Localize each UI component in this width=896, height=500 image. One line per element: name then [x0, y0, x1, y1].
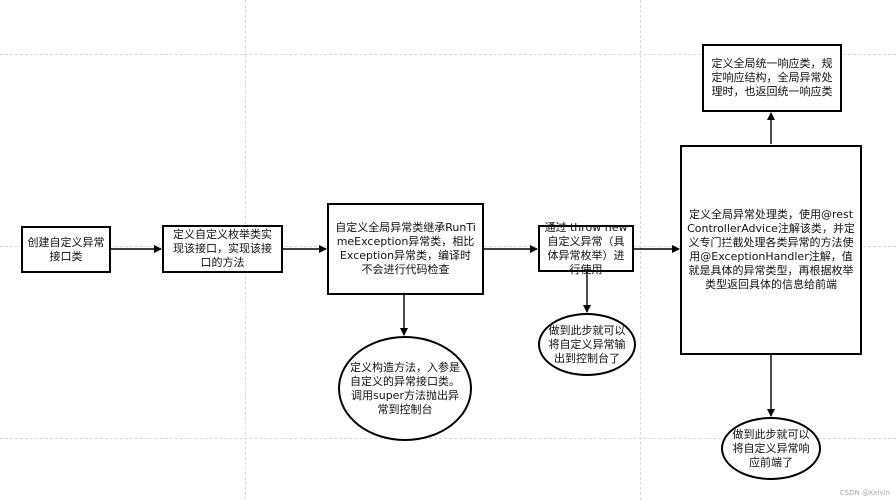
node-label: 做到此步就可以将自定义异常响应前端了: [732, 427, 810, 469]
node-label: 通过 throw new 自定义异常（具体异常枚举）进行使用: [544, 220, 628, 276]
node-global-exception-class[interactable]: 自定义全局异常类继承RunTimeException异常类，相比Exceptio…: [327, 203, 484, 295]
node-unified-response-class[interactable]: 定义全局统一响应类，规定响应结构，全局异常处理时，也返回统一响应类: [702, 44, 842, 112]
node-label: 定义全局异常处理类，使用@restControllerAdvice注解该类，并定…: [687, 208, 855, 291]
node-label: 定义构造方法，入参是自定义的异常接口类。调用super方法抛出异常到控制台: [350, 360, 460, 416]
node-constructor-definition[interactable]: 定义构造方法，入参是自定义的异常接口类。调用super方法抛出异常到控制台: [338, 336, 472, 441]
grid-guide: [640, 0, 641, 500]
node-label: 定义全局统一响应类，规定响应结构，全局异常处理时，也返回统一响应类: [711, 57, 833, 98]
node-enum-implementation[interactable]: 定义自定义枚举类实现该接口，实现该接口的方法: [162, 225, 283, 273]
watermark: CSDN @Kelvin: [839, 489, 890, 497]
node-label: 做到此步就可以将自定义异常输出到控制台了: [548, 323, 626, 365]
node-console-output[interactable]: 做到此步就可以将自定义异常输出到控制台了: [538, 313, 636, 376]
node-label: 创建自定义异常接口类: [27, 235, 105, 263]
grid-guide: [0, 438, 896, 439]
node-create-exception-interface[interactable]: 创建自定义异常接口类: [21, 226, 111, 273]
node-label: 定义自定义枚举类实现该接口，实现该接口的方法: [173, 228, 272, 269]
node-global-handler-class[interactable]: 定义全局异常处理类，使用@restControllerAdvice注解该类，并定…: [680, 145, 862, 355]
node-frontend-response[interactable]: 做到此步就可以将自定义异常响应前端了: [721, 417, 821, 480]
node-label: 自定义全局异常类继承RunTimeException异常类，相比Exceptio…: [335, 221, 476, 276]
grid-guide: [0, 54, 896, 55]
node-throw-usage[interactable]: 通过 throw new 自定义异常（具体异常枚举）进行使用: [538, 221, 634, 276]
